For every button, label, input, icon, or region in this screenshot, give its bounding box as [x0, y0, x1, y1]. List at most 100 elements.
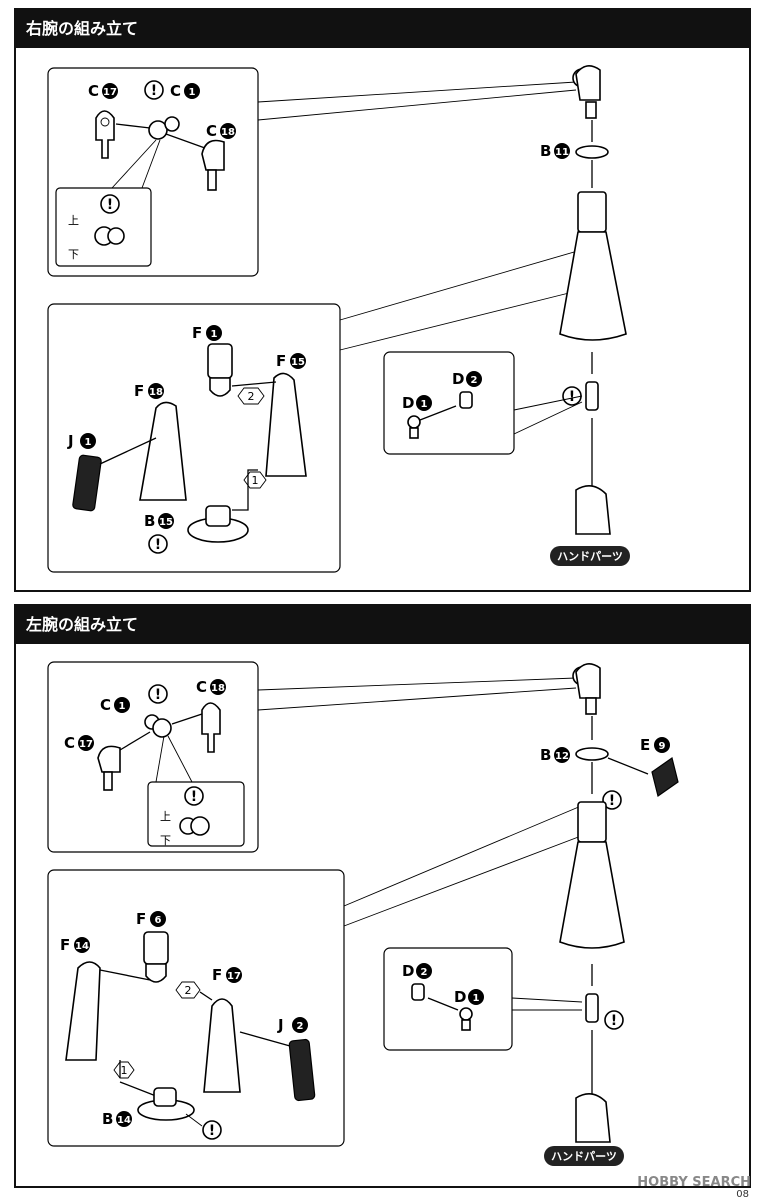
part-b14 — [137, 1087, 195, 1121]
part-c18 — [201, 702, 221, 753]
svg-text:15: 15 — [291, 357, 305, 368]
part-j1 — [72, 454, 102, 512]
svg-text:B: B — [102, 1110, 113, 1128]
down-label: 下 — [68, 248, 79, 261]
svg-text:17: 17 — [103, 87, 117, 98]
label-f15: F 15 — [276, 352, 306, 370]
callout-upperarm-box — [47, 869, 345, 1147]
section-title-left-arm: 左腕の組み立て — [16, 606, 749, 644]
label-c1: C 1 ! — [100, 684, 168, 714]
svg-text:14: 14 — [75, 941, 89, 952]
orientation-inset — [147, 781, 245, 847]
main-elbow-joint: ! — [562, 381, 599, 411]
hobby-search-watermark: HOBBY SEARCH — [637, 1175, 751, 1190]
label-c18: C 18 — [206, 122, 236, 140]
down-label: 下 — [160, 834, 171, 847]
main-elbow-joint: ! — [585, 993, 624, 1030]
svg-text:18: 18 — [211, 683, 225, 694]
part-b15 — [187, 505, 249, 543]
main-part-e9: E 9 — [640, 736, 679, 797]
part-c17 — [95, 110, 115, 159]
callout-hand-joint-box — [383, 947, 513, 1051]
main-upper-arm — [559, 801, 625, 949]
label-b14: B 14 — [102, 1110, 132, 1128]
svg-text:C: C — [88, 82, 99, 100]
svg-text:1: 1 — [473, 993, 480, 1004]
svg-text:F: F — [134, 382, 144, 400]
part-f6 — [143, 931, 169, 983]
svg-text:J: J — [277, 1016, 284, 1034]
svg-text:!: ! — [155, 537, 161, 553]
svg-text:F: F — [276, 352, 286, 370]
part-d1: D 1 — [454, 988, 484, 1031]
svg-text:C: C — [100, 696, 111, 714]
svg-text:ハンドパーツ: ハンドパーツ — [557, 550, 623, 563]
main-part-b12: B 12 ! — [540, 746, 622, 810]
svg-text:9: 9 — [659, 741, 666, 752]
svg-text:C: C — [206, 122, 217, 140]
svg-text:!: ! — [155, 687, 161, 703]
part-f17 — [203, 998, 241, 1093]
svg-text:1: 1 — [421, 399, 428, 410]
label-c1: ! C 1 — [144, 80, 200, 100]
part-f14 — [65, 961, 101, 1061]
part-d2: D 2 — [452, 370, 482, 409]
label-c17: C 17 — [88, 82, 118, 100]
svg-text:F: F — [60, 936, 70, 954]
label-j2: J 2 — [277, 1016, 308, 1034]
step-2-marker: 2 — [237, 387, 265, 405]
svg-text:1: 1 — [211, 329, 218, 340]
label-j1: J 1 — [67, 432, 96, 450]
svg-text:15: 15 — [159, 517, 173, 528]
svg-text:2: 2 — [421, 967, 428, 978]
svg-text:C: C — [196, 678, 207, 696]
hand-part: ハンドパーツ — [550, 485, 630, 566]
svg-text:1: 1 — [252, 474, 259, 487]
hand-part: ハンドパーツ — [544, 1093, 624, 1166]
left-arm-diagram: C 1 ! C 18 C 17 — [47, 661, 679, 1166]
svg-text:2: 2 — [248, 390, 255, 403]
svg-text:17: 17 — [79, 739, 93, 750]
section-title-right-arm: 右腕の組み立て — [16, 10, 749, 48]
svg-text:2: 2 — [185, 984, 192, 997]
label-f18: F 18 — [134, 382, 164, 400]
svg-text:ハンドパーツ: ハンドパーツ — [551, 1150, 617, 1163]
step-2-marker: 2 — [175, 981, 201, 999]
up-label: 上 — [68, 214, 79, 227]
svg-text:J: J — [67, 432, 74, 450]
part-c1 — [148, 116, 180, 140]
part-f18 — [139, 401, 187, 501]
svg-text:1: 1 — [121, 1064, 128, 1077]
step-1-marker: 1 — [113, 1061, 135, 1079]
label-f1: F 1 — [192, 324, 222, 342]
svg-text:C: C — [64, 734, 75, 752]
svg-text:2: 2 — [297, 1021, 304, 1032]
svg-text:F: F — [212, 966, 222, 984]
right-arm-section: 右腕の組み立て C 17 ! C 1 — [14, 8, 751, 592]
label-f17: F 17 — [212, 966, 242, 984]
main-shoulder-joint — [572, 663, 601, 715]
step-1-marker: 1 — [243, 471, 267, 489]
svg-text:E: E — [640, 736, 650, 754]
svg-text:F: F — [192, 324, 202, 342]
svg-text:!: ! — [569, 389, 575, 405]
svg-text:1: 1 — [85, 437, 92, 448]
svg-text:D: D — [402, 394, 414, 412]
svg-text:C: C — [170, 82, 181, 100]
svg-text:6: 6 — [155, 915, 162, 926]
part-c17 — [97, 745, 121, 791]
svg-text:B: B — [144, 512, 155, 530]
svg-text:!: ! — [611, 1013, 617, 1029]
svg-text:!: ! — [209, 1123, 215, 1139]
main-upper-arm — [559, 191, 627, 341]
svg-text:12: 12 — [555, 751, 569, 762]
svg-text:14: 14 — [117, 1115, 131, 1126]
part-d2: D 2 — [402, 962, 432, 1001]
svg-text:D: D — [402, 962, 414, 980]
label-b15: B 15 ! — [144, 512, 174, 554]
svg-text:!: ! — [191, 789, 197, 805]
callout-upperarm-box — [47, 303, 341, 573]
inset-exclaim: ! — [100, 194, 120, 214]
part-c1 — [144, 714, 172, 738]
svg-text:18: 18 — [149, 387, 163, 398]
